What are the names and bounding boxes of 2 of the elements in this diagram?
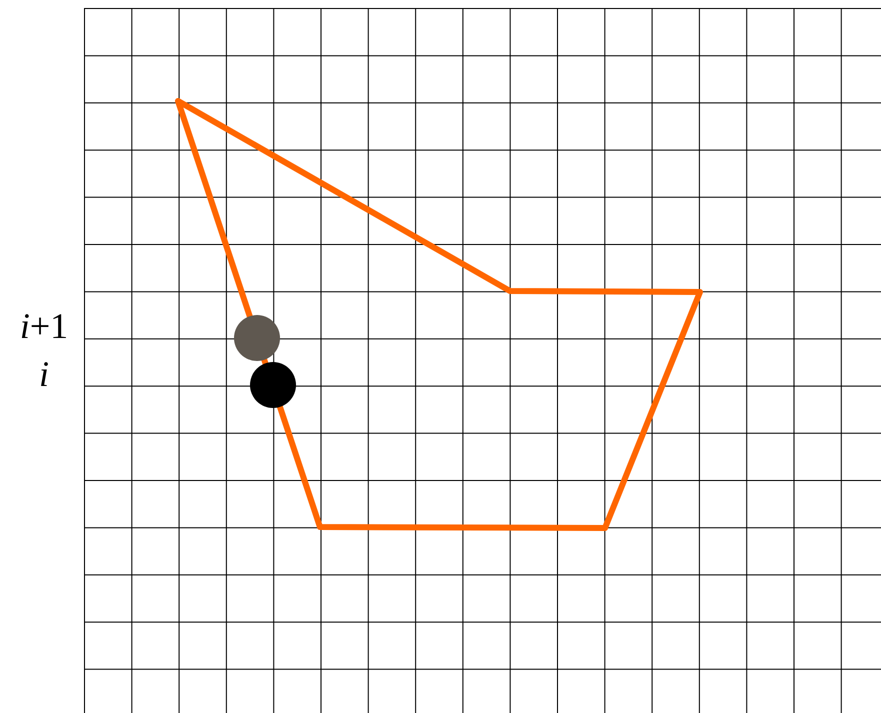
- row-label: i: [38, 354, 50, 394]
- row-label: i+1: [18, 306, 70, 346]
